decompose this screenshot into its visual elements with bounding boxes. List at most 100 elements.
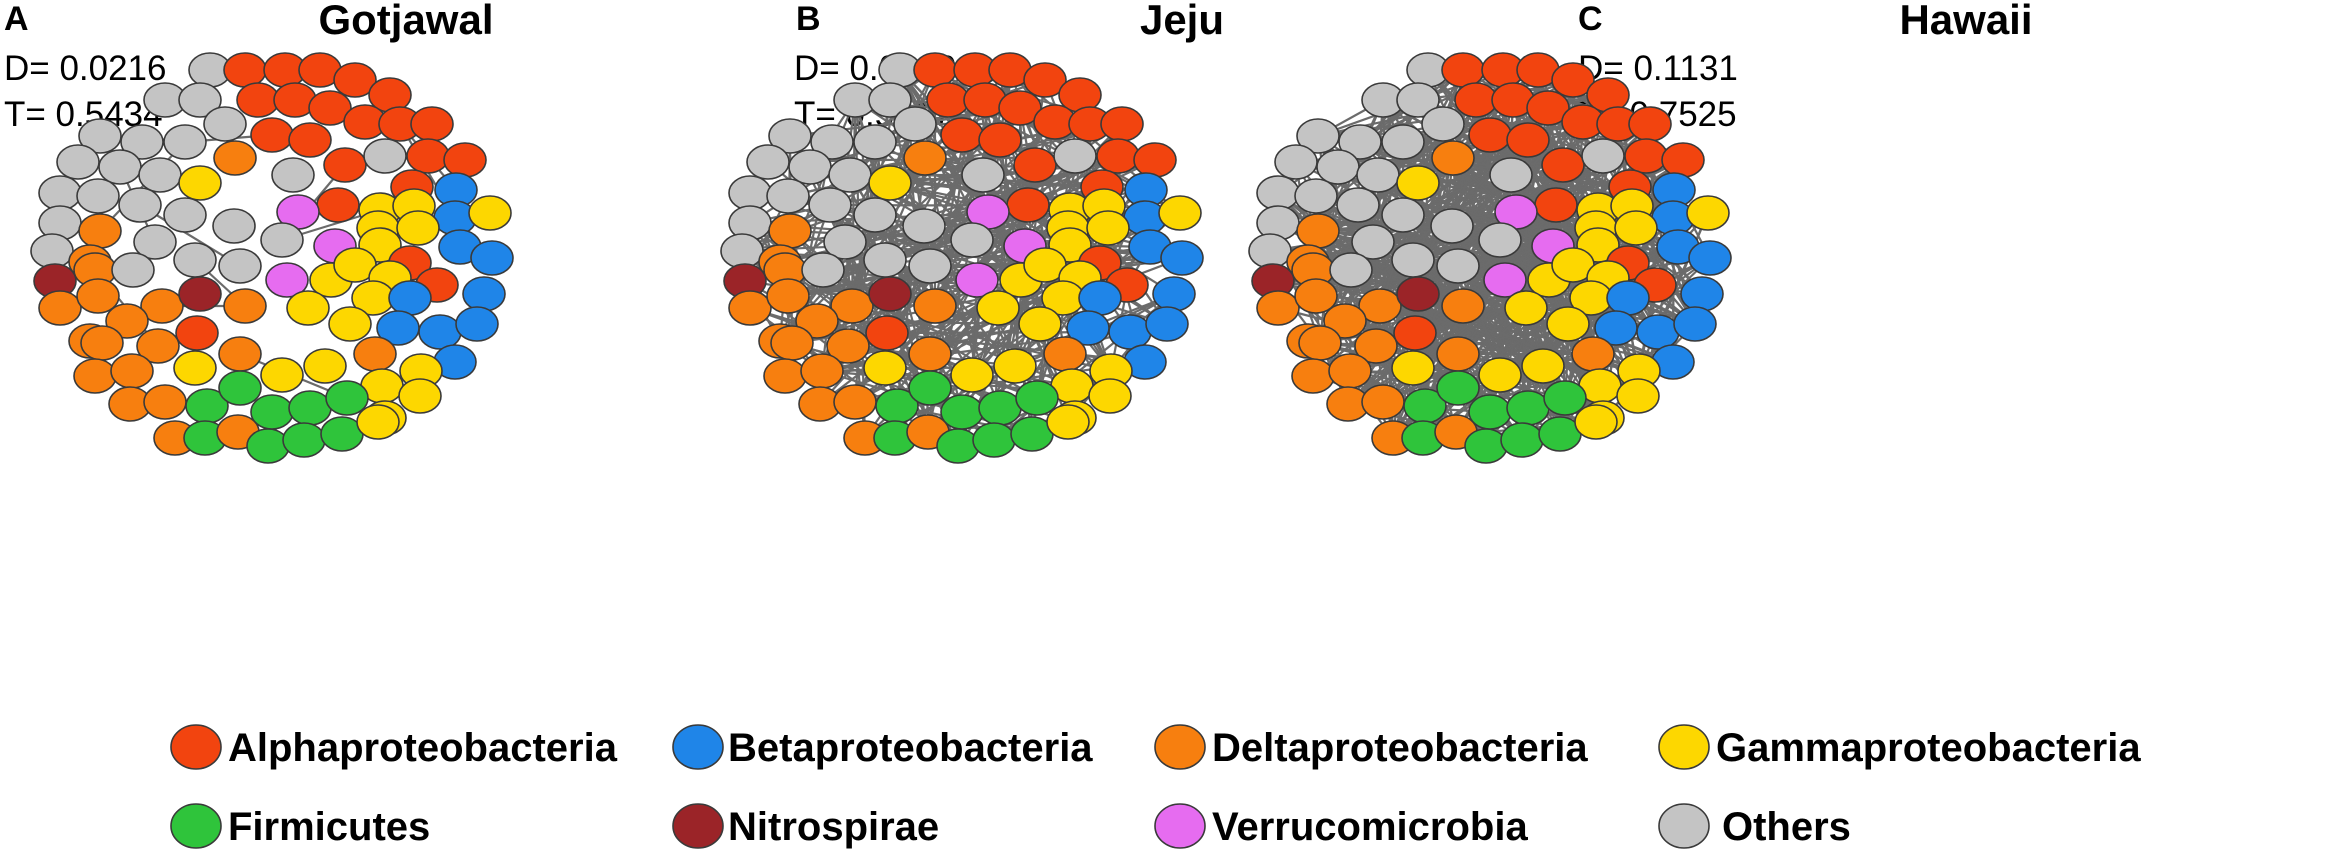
network-node-other <box>766 178 810 214</box>
panel-gotjawal: A Gotjawal D= 0.0216 T= 0.5434 <box>4 0 514 464</box>
network-node-delta <box>800 353 844 389</box>
network-node-other <box>178 82 222 118</box>
legend-label-nitrospirae: Nitrospirae <box>728 805 939 849</box>
network-node-delta <box>73 358 117 394</box>
network-node-other <box>1489 157 1533 193</box>
network-node-other <box>720 233 764 269</box>
network-node-other <box>1351 224 1395 260</box>
panel-title-hawaii: Hawaii <box>1899 0 2032 43</box>
network-node-delta <box>1296 213 1340 249</box>
network-node-other <box>961 157 1005 193</box>
network-node-gamma <box>1614 210 1658 246</box>
network-node-other <box>908 248 952 284</box>
network-node-delta <box>768 213 812 249</box>
legend-item-betaproteobacteria: Betaproteobacteria <box>672 724 1093 770</box>
network-node-other <box>1391 242 1435 278</box>
network-node-alpha <box>250 117 294 153</box>
network-node-alpha <box>316 187 360 223</box>
legend-label-others: Others <box>1722 805 1851 849</box>
network-node-delta <box>1361 384 1405 420</box>
network-node-other <box>828 157 872 193</box>
network-node-delta <box>353 336 397 372</box>
legend-swatch-betaproteobacteria <box>672 724 724 770</box>
network-node-delta <box>795 303 839 339</box>
legend-swatch-verrucomicrobia <box>1154 803 1206 849</box>
network-node-other <box>111 252 155 288</box>
legend-item-gammaproteobacteria: Gammaproteobacteria <box>1658 724 2141 770</box>
network-node-alpha <box>913 52 957 88</box>
network-node-other <box>808 187 852 223</box>
legend-swatch-firmicutes <box>170 803 222 849</box>
panel-title-jeju: Jeju <box>1140 0 1224 43</box>
network-node-delta <box>766 278 810 314</box>
network-node-gamma <box>178 165 222 201</box>
network-node-other <box>868 82 912 118</box>
network-node-verru <box>955 262 999 298</box>
network-node-gamma <box>173 350 217 386</box>
network-node-beta <box>455 306 499 342</box>
network-node-firm <box>1436 370 1480 406</box>
network-node-other <box>30 233 74 269</box>
network-node-other <box>788 149 832 185</box>
network-node-firm <box>218 370 262 406</box>
network-node-beta <box>388 280 432 316</box>
network-node-alpha <box>1628 106 1672 142</box>
network-node-gamma <box>1391 350 1435 386</box>
nodes-gotjawal <box>30 52 514 464</box>
network-node-gamma <box>1546 306 1590 342</box>
network-node-verru <box>1483 262 1527 298</box>
network-node-alpha <box>323 147 367 183</box>
network-node-delta <box>728 290 772 326</box>
network-node-other <box>1581 138 1625 174</box>
network-node-other <box>863 242 907 278</box>
network-node-verru <box>265 262 309 298</box>
network-node-firm <box>1506 390 1550 426</box>
legend-item-alphaproteobacteria: Alphaproteobacteria <box>170 724 618 770</box>
network-node-delta <box>136 328 180 364</box>
network-node-other <box>1256 175 1300 211</box>
network-node-other <box>1329 252 1373 288</box>
stat-density-gotjawal: D= 0.0216 <box>4 49 167 88</box>
network-node-other <box>1316 149 1360 185</box>
network-node-other <box>1436 248 1480 284</box>
network-node-other <box>133 224 177 260</box>
network-node-other <box>163 124 207 160</box>
network-node-firm <box>1500 422 1544 458</box>
panel-title-gotjawal: Gotjawal <box>318 0 493 43</box>
network-node-beta <box>462 276 506 312</box>
network-node-other <box>902 208 946 244</box>
network-gotjawal <box>30 52 514 464</box>
legend: Alphaproteobacteria Betaproteobacteria D… <box>170 724 2141 849</box>
network-node-gamma <box>1616 378 1660 414</box>
network-jeju <box>720 52 1204 464</box>
network-node-other <box>120 124 164 160</box>
network-node-delta <box>913 288 957 324</box>
network-node-delta <box>830 288 874 324</box>
network-edge <box>983 99 990 213</box>
network-node-alpha <box>1100 106 1144 142</box>
network-node-beta <box>1152 276 1196 312</box>
network-node-delta <box>1298 325 1342 361</box>
network-node-beta <box>1606 280 1650 316</box>
network-node-gamma <box>950 357 994 393</box>
network-node-gamma <box>1018 306 1062 342</box>
network-node-other <box>1478 222 1522 258</box>
legend-item-nitrospirae: Nitrospirae <box>672 803 939 849</box>
network-node-other <box>1421 106 1465 142</box>
network-node-other <box>1356 157 1400 193</box>
network-node-gamma <box>260 357 304 393</box>
network-node-alpha <box>1393 315 1437 351</box>
network-node-beta <box>418 314 462 350</box>
network-node-gamma <box>976 290 1020 326</box>
network-edge <box>99 141 186 232</box>
network-node-alpha <box>288 122 332 158</box>
network-node-delta <box>770 325 814 361</box>
network-node-alpha <box>1541 147 1585 183</box>
network-node-beta <box>1108 314 1152 350</box>
network-node-delta <box>763 358 807 394</box>
network-node-alpha <box>443 142 487 178</box>
network-node-alpha <box>926 82 970 118</box>
network-node-other <box>1294 178 1338 214</box>
network-node-delta <box>908 336 952 372</box>
network-node-alpha <box>1006 187 1050 223</box>
